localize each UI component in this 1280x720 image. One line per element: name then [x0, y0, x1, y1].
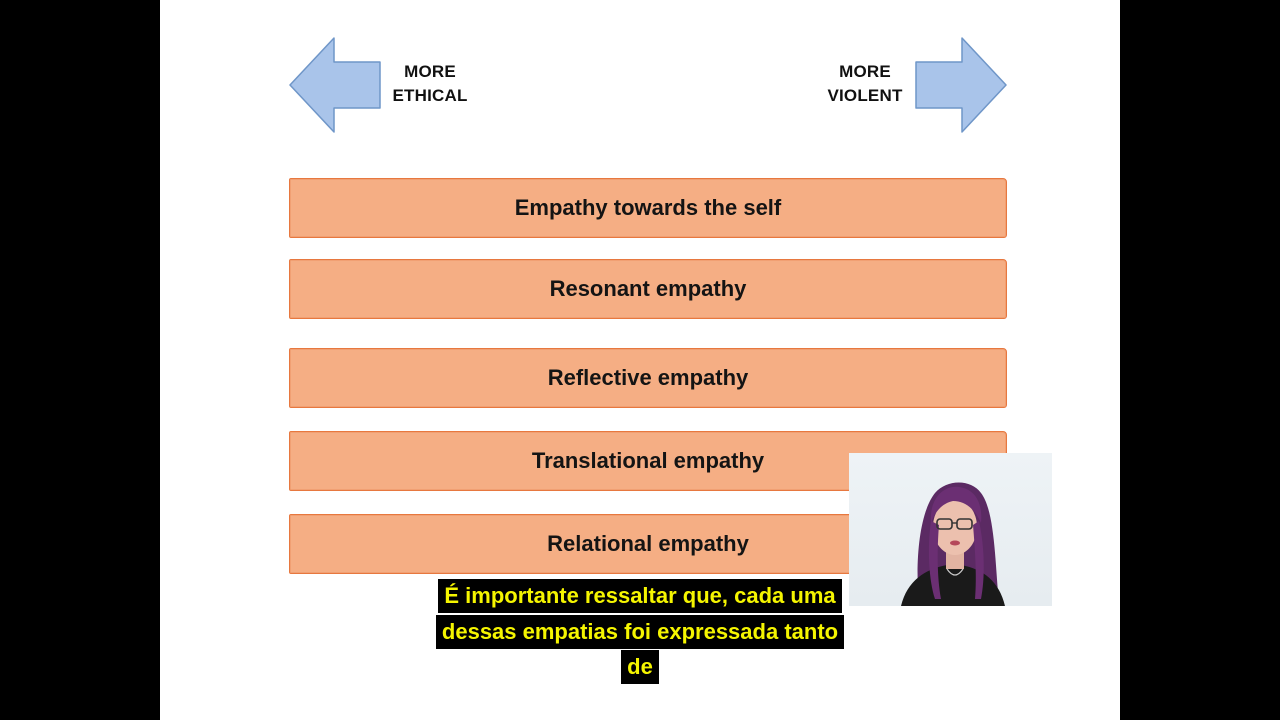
presenter-video — [849, 453, 1052, 606]
bar-label: Translational empathy — [531, 448, 765, 473]
right-arrow-icon — [912, 36, 1008, 134]
presenter-video-icon — [901, 482, 1005, 606]
bar-label: Reflective empathy — [547, 365, 749, 390]
bar-label: Relational empathy — [547, 531, 749, 556]
bar-resonant-empathy: Resonant empathy — [289, 259, 1007, 319]
subtitle-line-2: dessas empatias foi expressada tanto — [0, 615, 1280, 649]
more-ethical-label: MORE ETHICAL — [392, 62, 468, 105]
subtitle-text: de — [621, 650, 659, 684]
subtitle-line-3: de — [0, 650, 1280, 684]
bar-label: Empathy towards the self — [514, 195, 782, 220]
bar-reflective-empathy: Reflective empathy — [289, 348, 1007, 408]
subtitle-text: dessas empatias foi expressada tanto — [435, 615, 845, 649]
bar-label: Resonant empathy — [549, 276, 747, 301]
bar-empathy-towards-self: Empathy towards the self — [289, 178, 1007, 238]
subtitle-text: É importante ressaltar que, cada uma — [438, 579, 842, 613]
more-violent-label: MORE VIOLENT — [827, 62, 903, 105]
left-arrow-icon — [288, 36, 384, 134]
subtitle-line-1: É importante ressaltar que, cada uma — [0, 579, 1280, 613]
